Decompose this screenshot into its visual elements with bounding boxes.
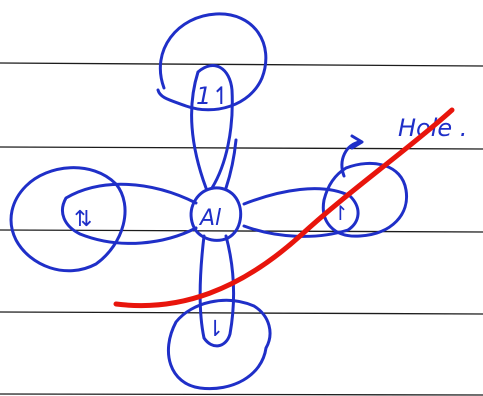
bottom-lobe-spin-label: ⇂ (206, 317, 224, 342)
ruled-line (0, 394, 483, 395)
nucleus-label: Al (198, 206, 221, 231)
ruled-line (0, 312, 483, 314)
left-lobe-spin-label: ⇅ (74, 207, 92, 232)
top-lobe-spin-label: 1↿ (196, 82, 231, 110)
ruled-line (0, 63, 483, 66)
left-orbital-circle (11, 168, 125, 271)
right-orbital-circle (323, 163, 406, 236)
